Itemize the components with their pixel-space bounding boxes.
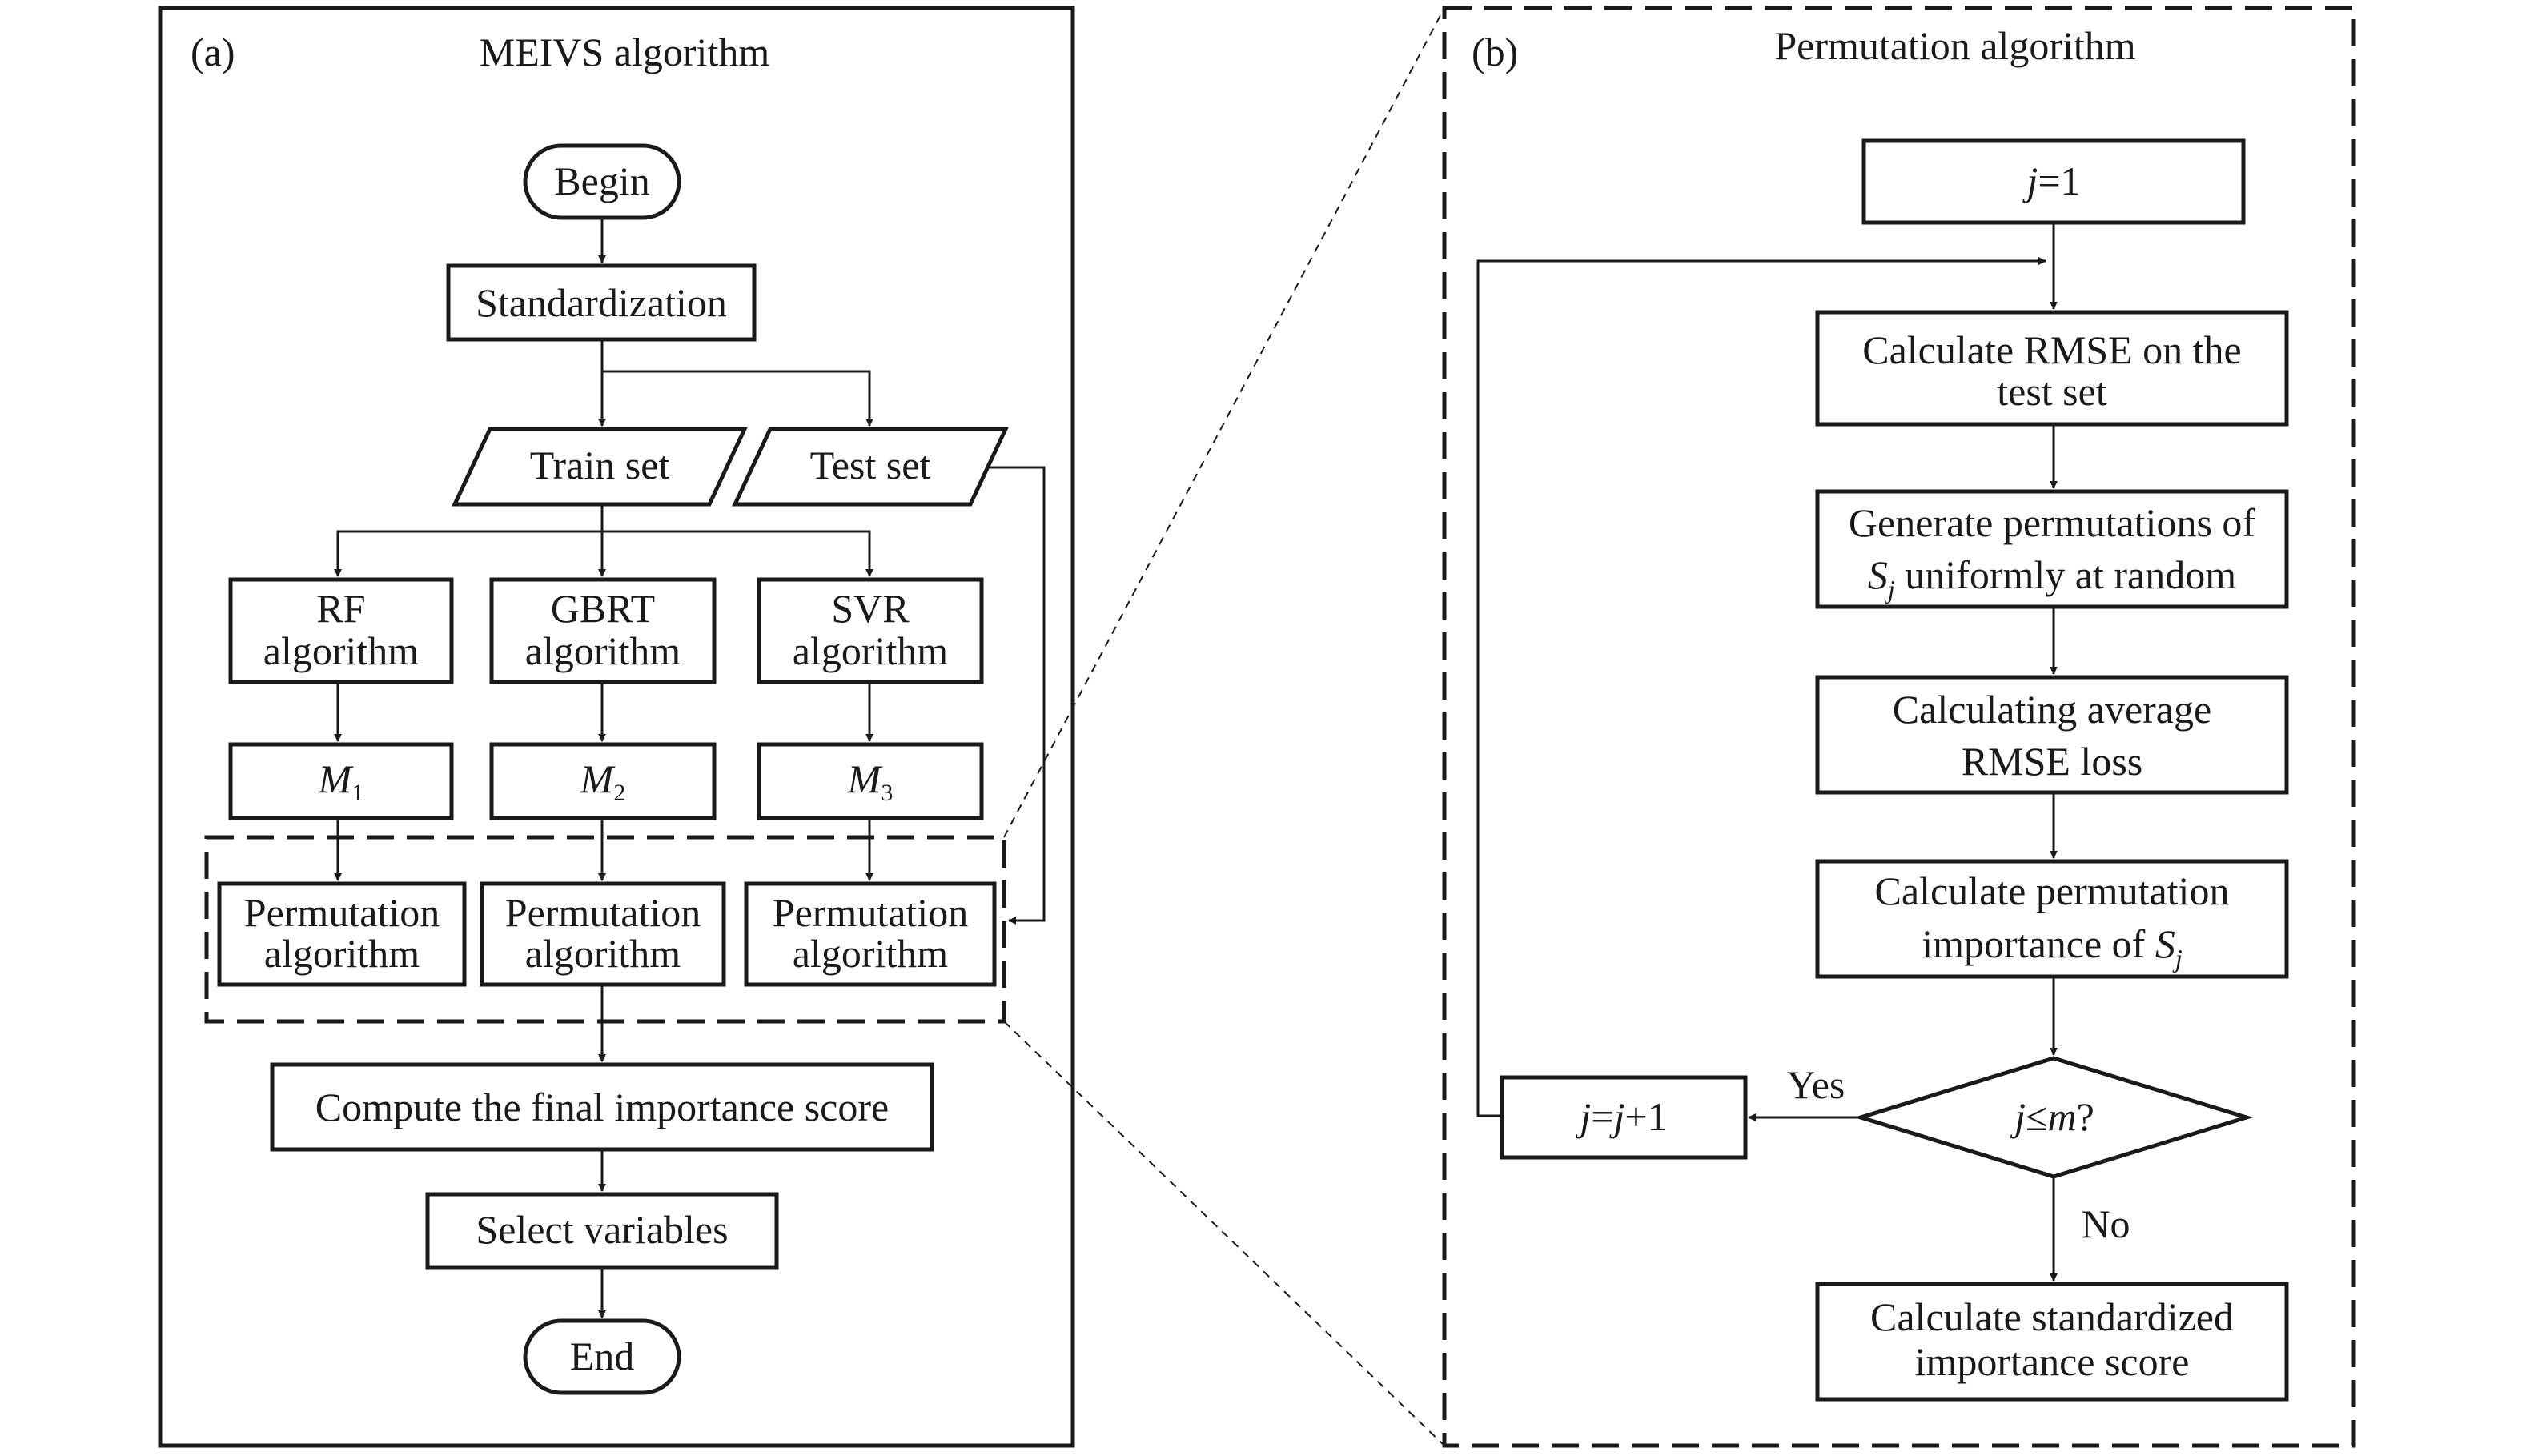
no-label: No	[2081, 1201, 2130, 1246]
average-rmse-box: Calculating average RMSE loss	[1815, 675, 2289, 795]
model-m3-box: M3	[757, 742, 984, 820]
standardized-label-line1: Calculate standardized	[1870, 1294, 2234, 1339]
generate-permutations-box: Generate permutations of Sj uniformly at…	[1815, 489, 2289, 609]
arrow-test-to-permutation	[988, 466, 1046, 925]
panel-b-title: Permutation algorithm	[1774, 23, 2135, 68]
test-set-data: Test set	[732, 427, 1009, 507]
begin-terminal: Begin	[523, 143, 681, 220]
perm1-line1: Permutation	[244, 890, 440, 935]
arrow-standardization-test	[602, 370, 873, 427]
rf-label-line1: RF	[316, 586, 365, 631]
perm3-line2: algorithm	[793, 931, 949, 976]
average-label-line2: RMSE loss	[1962, 739, 2142, 784]
standardized-label-line2: importance score	[1915, 1339, 2190, 1384]
end-terminal: End	[523, 1318, 681, 1395]
m2-label: M2	[580, 756, 626, 806]
model-m2-box: M2	[489, 742, 717, 820]
average-label-line1: Calculating average	[1893, 687, 2211, 732]
split-line	[336, 530, 871, 576]
svr-label-line1: SVR	[831, 586, 910, 631]
test-set-label: Test set	[810, 443, 931, 487]
init-j-label: j=1	[2022, 158, 2080, 203]
permutation-box-2: Permutation algorithm	[480, 881, 726, 987]
perm3-line1: Permutation	[773, 890, 968, 935]
train-set-label: Train set	[530, 443, 670, 487]
m3-label: M3	[847, 756, 894, 806]
decision-label: j≤m?	[2010, 1094, 2094, 1139]
gbrt-label-line1: GBRT	[551, 586, 655, 631]
yes-label: Yes	[1787, 1062, 1845, 1107]
init-j-box: j=1	[1861, 138, 2246, 225]
m1-label: M1	[318, 756, 364, 806]
generate-label-line2: Sj uniformly at random	[1868, 552, 2236, 604]
panel-b-frame	[1442, 6, 2356, 1448]
perm2-line2: algorithm	[525, 931, 681, 976]
panel-b-tag: (b)	[1472, 30, 1518, 74]
generate-label-line1: Generate permutations of	[1849, 500, 2255, 545]
zoom-line-bottom	[1003, 1021, 1445, 1446]
standardization-box: Standardization	[446, 263, 757, 342]
gbrt-label-line2: algorithm	[525, 628, 681, 673]
final-importance-box: Compute the final importance score	[270, 1062, 934, 1152]
panel-b: (b) Permutation algorithm j=1 Calculate …	[1442, 6, 2356, 1448]
select-variables-box: Select variables	[425, 1192, 779, 1270]
zoom-line-top	[1003, 7, 1445, 838]
rmse-test-box: Calculate RMSE on the test set	[1815, 310, 2289, 427]
end-label: End	[570, 1334, 635, 1378]
rmse-label-line1: Calculate RMSE on the	[1862, 327, 2242, 372]
standardization-label: Standardization	[476, 280, 727, 325]
perm2-line1: Permutation	[505, 890, 701, 935]
select-variables-label: Select variables	[476, 1207, 728, 1252]
model-m1-box: M1	[228, 742, 454, 820]
panel-a: (a) MEIVS algorithm Begin Standardizatio…	[158, 6, 1075, 1448]
final-importance-label: Compute the final importance score	[315, 1085, 889, 1129]
increment-j-box: j=j+1	[1500, 1075, 1748, 1160]
importance-label-line2: importance of Sj	[1922, 921, 2183, 973]
permutation-group-dashed	[204, 835, 1006, 1024]
panel-a-tag: (a)	[191, 30, 235, 74]
rmse-label-line2: test set	[1997, 369, 2107, 414]
svr-algorithm-box: SVR algorithm	[757, 577, 984, 684]
perm1-line2: algorithm	[264, 931, 420, 976]
rf-algorithm-box: RF algorithm	[228, 577, 454, 684]
permutation-box-3: Permutation algorithm	[744, 881, 997, 987]
begin-label: Begin	[554, 158, 649, 203]
panel-a-frame	[158, 6, 1075, 1448]
permutation-importance-box: Calculate permutation importance of Sj	[1815, 859, 2289, 979]
decision-diamond: j≤m?	[1853, 1056, 2254, 1179]
importance-label-line1: Calculate permutation	[1875, 868, 2230, 913]
increment-label: j=j+1	[1575, 1094, 1667, 1139]
gbrt-algorithm-box: GBRT algorithm	[489, 577, 717, 684]
svr-label-line2: algorithm	[793, 628, 949, 673]
arrow-loop-back	[1476, 257, 2046, 1117]
rf-label-line2: algorithm	[263, 628, 420, 673]
panel-a-title: MEIVS algorithm	[480, 30, 770, 74]
permutation-box-1: Permutation algorithm	[217, 881, 467, 987]
standardized-score-box: Calculate standardized importance score	[1815, 1282, 2289, 1402]
train-set-data: Train set	[452, 427, 748, 507]
